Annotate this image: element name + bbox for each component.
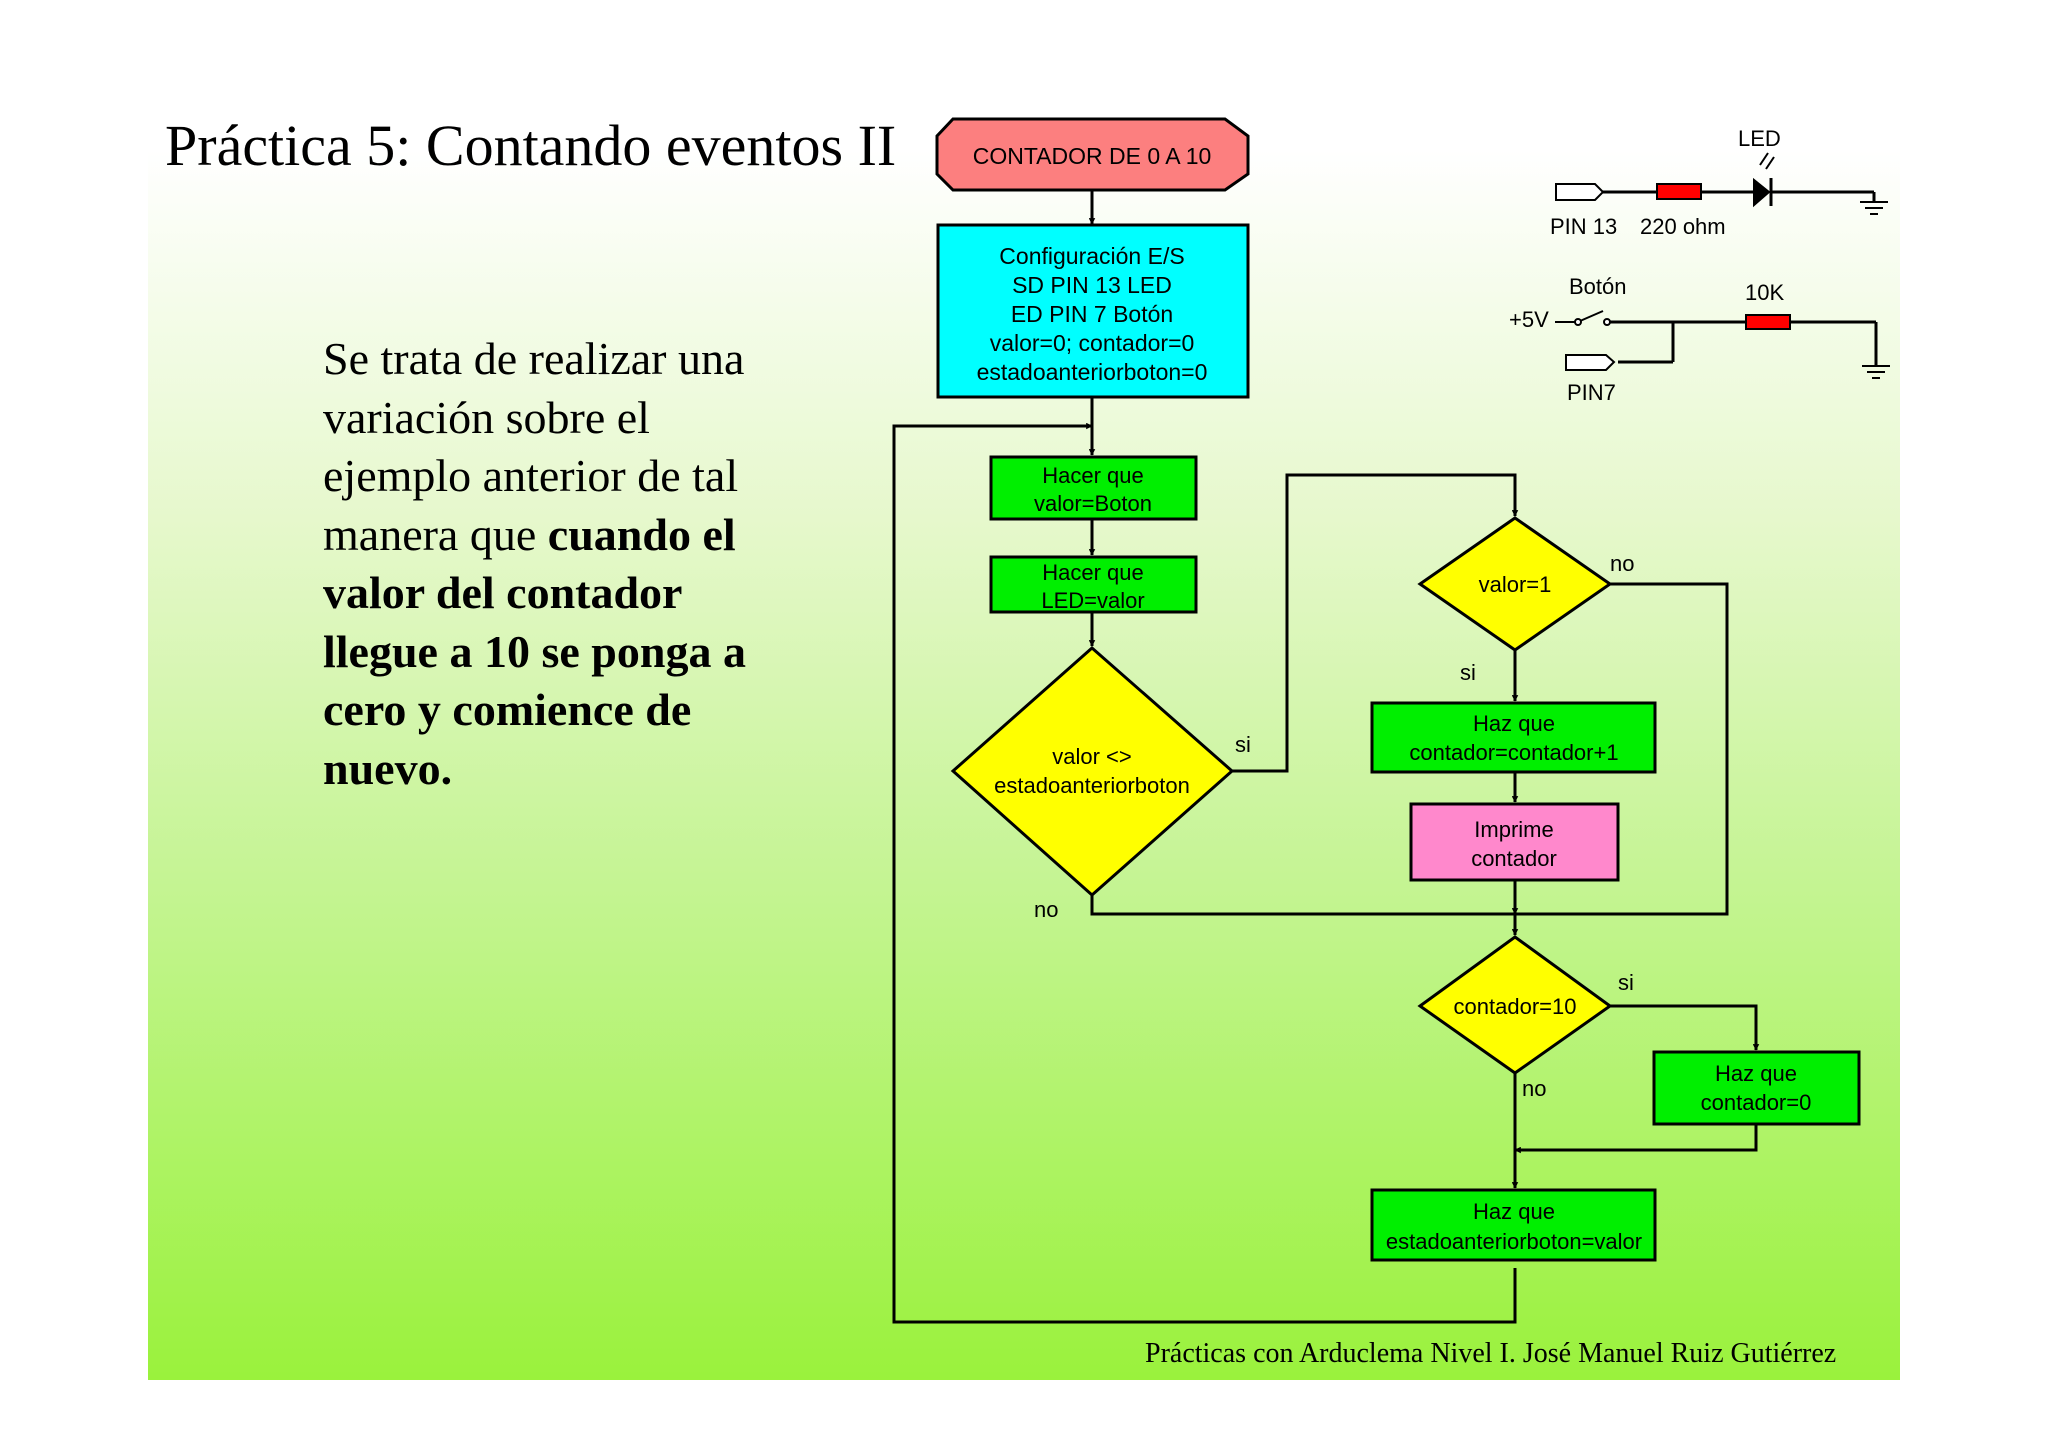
switch-contact-2 xyxy=(1603,318,1611,326)
line-decision-si xyxy=(1232,473,1519,773)
decision-valor-shape xyxy=(1417,516,1613,652)
decision-contador: contador=10 xyxy=(1417,935,1613,1075)
decision-change: valor <> estadoanteriorboton xyxy=(950,646,1235,898)
pin7-label: PIN7 xyxy=(1567,380,1616,405)
start-terminal: CONTADOR DE 0 A 10 xyxy=(935,117,1250,192)
label-no-contador: no xyxy=(1522,1076,1546,1101)
reset-line-2: contador=0 xyxy=(1701,1090,1812,1115)
read-button-box: Hacer que valor=Boton xyxy=(989,455,1198,521)
set-led-shape xyxy=(989,555,1198,614)
description-plain: Se trata de realizar una variación sobre… xyxy=(323,333,745,560)
print-line-2: contador xyxy=(1471,846,1557,871)
config-line-1: Configuración E/S xyxy=(999,243,1184,269)
resistor-220-label: 220 ohm xyxy=(1640,214,1726,239)
config-box: Configuración E/S SD PIN 13 LED ED PIN 7… xyxy=(936,223,1250,399)
description-text: Se trata de realizar una variación sobre… xyxy=(323,330,793,798)
config-line-4: valor=0; contador=0 xyxy=(990,330,1195,356)
save-state-box: Haz que estadoanteriorboton=valor xyxy=(1370,1188,1657,1262)
increment-line-1: Haz que xyxy=(1473,711,1555,736)
footer-credit: Prácticas con Arduclema Nivel I. José Ma… xyxy=(1145,1338,1837,1369)
label-si-change: si xyxy=(1235,732,1251,757)
led-diode-icon xyxy=(1753,177,1771,208)
set-led-line-1: Hacer que xyxy=(1042,560,1144,585)
description-bold: cuando el valor del contador llegue a 10… xyxy=(323,508,746,794)
save-state-line-1: Haz que xyxy=(1473,1199,1555,1224)
start-shape xyxy=(935,117,1250,192)
decision-contador-label: contador=10 xyxy=(1454,994,1577,1019)
circuit-schematic xyxy=(1555,152,1890,379)
loop-back-line xyxy=(892,422,1517,1324)
save-state-shape xyxy=(1370,1188,1657,1262)
switch-lever-icon xyxy=(1579,310,1604,322)
print-line-1: Imprime xyxy=(1474,817,1553,842)
label-no-change: no xyxy=(1034,897,1058,922)
led-light-arrow-2 xyxy=(1765,156,1775,170)
print-shape xyxy=(1409,802,1620,882)
connectors xyxy=(892,190,1760,1324)
decision-change-line-1: valor <> xyxy=(1052,744,1132,769)
reset-shape xyxy=(1652,1050,1861,1126)
set-led-box: Hacer que LED=valor xyxy=(989,555,1198,614)
config-shape xyxy=(936,223,1250,399)
button-label: Botón xyxy=(1569,274,1627,299)
decision-change-shape xyxy=(950,646,1235,898)
increment-shape xyxy=(1370,701,1657,774)
decision-change-line-2: estadoanteriorboton xyxy=(994,773,1190,798)
label-si-contador: si xyxy=(1618,970,1634,995)
pin13-label: PIN 13 xyxy=(1550,214,1617,239)
increment-line-2: contador=contador+1 xyxy=(1409,740,1618,765)
switch-contact-1 xyxy=(1574,318,1582,326)
resistor-220-icon xyxy=(1656,183,1702,200)
pin13-connector xyxy=(1555,183,1605,201)
reset-box: Haz que contador=0 xyxy=(1652,1050,1861,1126)
label-si-valor: si xyxy=(1460,660,1476,685)
decision-contador-shape xyxy=(1417,935,1613,1075)
config-line-3: ED PIN 7 Botón xyxy=(1011,301,1173,327)
plus5v-label: +5V xyxy=(1509,307,1549,332)
reset-line-1: Haz que xyxy=(1715,1061,1797,1086)
decision-valor: valor=1 xyxy=(1417,516,1613,652)
config-line-5: estadoanteriorboton=0 xyxy=(977,359,1208,385)
led-light-arrow-1 xyxy=(1759,152,1769,166)
increment-box: Haz que contador=contador+1 xyxy=(1370,701,1657,774)
decision-valor-label: valor=1 xyxy=(1479,572,1552,597)
set-led-line-2: LED=valor xyxy=(1041,588,1144,613)
resistor-10k-icon xyxy=(1745,314,1791,330)
slide-title: Práctica 5: Contando eventos II xyxy=(165,113,897,178)
circuit-labels: LED PIN 13 220 ohm Botón +5V 10K PIN7 xyxy=(1509,126,1784,405)
line-contador-si xyxy=(1610,1004,1760,1051)
line-decision-no xyxy=(1090,895,1519,936)
print-box: Imprime contador xyxy=(1409,802,1620,882)
config-line-2: SD PIN 13 LED xyxy=(1012,272,1172,298)
led-label: LED xyxy=(1738,126,1781,151)
read-button-shape xyxy=(989,455,1198,521)
read-button-line-2: valor=Boton xyxy=(1034,491,1152,516)
start-label: CONTADOR DE 0 A 10 xyxy=(973,143,1212,169)
save-state-line-2: estadoanteriorboton=valor xyxy=(1386,1229,1642,1254)
resistor-10k-label: 10K xyxy=(1745,280,1784,305)
line-reset-return xyxy=(1514,1125,1758,1154)
pin7-connector xyxy=(1565,354,1616,371)
read-button-line-1: Hacer que xyxy=(1042,463,1144,488)
label-no-valor: no xyxy=(1610,551,1634,576)
line-valor-no xyxy=(1515,582,1729,916)
